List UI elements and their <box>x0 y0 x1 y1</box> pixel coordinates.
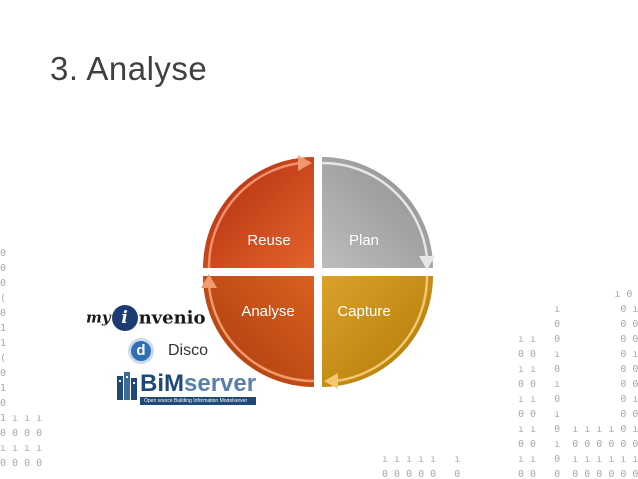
reuse-arrowhead-icon <box>298 155 312 171</box>
slide-title: 3. Analyse <box>50 50 208 87</box>
plan-label: Plan <box>349 232 379 249</box>
capture-arrowhead-icon <box>324 373 338 389</box>
plan-arrowhead-icon <box>419 256 435 270</box>
bimserver-building-icon <box>117 372 137 400</box>
disco-label: Disco <box>168 342 209 359</box>
reuse-label: Reuse <box>247 232 290 249</box>
bimserver-logo: BiMserver Open source Building Informati… <box>116 370 257 405</box>
analyse-arrow-icon <box>207 285 315 383</box>
analyse-quadrant <box>203 276 314 387</box>
capture-arrow-icon <box>335 275 429 383</box>
myinvenio-prefix: my <box>86 308 111 327</box>
binary-decoration-right: ı 0 0 ı 0 ı 0 0 0 0 ı ı ı 0 0 0 ı 0 0 ı … <box>518 289 638 479</box>
bimserver-tagline: Open source Building Information Modelse… <box>140 397 257 405</box>
binary-decoration-bottom: ı ı ı ı ı ı 0 0 0 0 0 0 <box>382 454 461 479</box>
reuse-quadrant <box>203 157 314 268</box>
plan-quadrant <box>322 157 433 268</box>
plan-arrow-icon <box>321 161 429 259</box>
myinvenio-i-icon: i <box>111 305 138 331</box>
myinvenio-rest: nvenio <box>138 307 206 329</box>
disco-d-icon: d <box>128 338 154 364</box>
analyse-arrowhead-icon <box>201 274 217 288</box>
capture-label: Capture <box>337 303 390 320</box>
disco-logo: d Disco <box>128 338 208 364</box>
reuse-arrow-icon <box>207 161 301 269</box>
binary-decoration-left: 0 0 0 ( 0 1 1 ( 0 1 0 1 ı ı ı 0 0 0 0 ı … <box>0 248 43 469</box>
capture-quadrant <box>322 276 433 387</box>
bimserver-name: BiMserver <box>140 370 257 397</box>
analyse-label: Analyse <box>241 303 294 320</box>
